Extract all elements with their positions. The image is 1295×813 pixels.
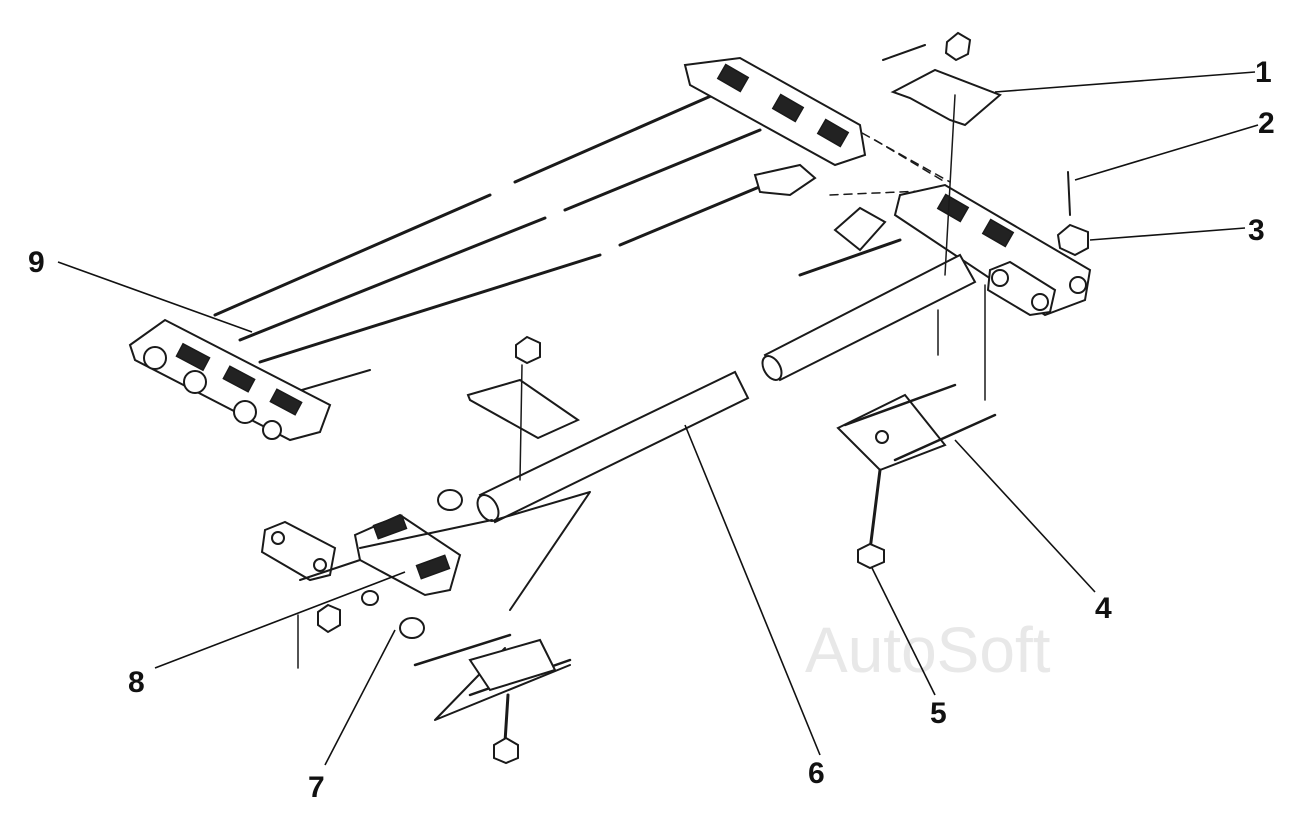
leader-2 (1074, 124, 1259, 181)
leader-lines (57, 71, 1259, 766)
callout-7: 7 (308, 771, 325, 804)
washer-part-7 (297, 590, 425, 669)
callout-6: 6 (808, 757, 825, 790)
callout-8: 8 (128, 666, 145, 699)
upper-chain-frame (128, 56, 951, 442)
clamp-part-1 (882, 31, 1002, 276)
leader-8 (154, 571, 406, 669)
center-clamp-upper (466, 335, 581, 481)
callout-5: 5 (930, 697, 947, 730)
chain-link-part-8 (260, 489, 493, 597)
callout-9: 9 (28, 246, 45, 279)
callout-labels: 1 2 3 4 5 6 7 8 9 (28, 56, 1275, 804)
nut-part-3 (1056, 223, 1089, 257)
callout-2: 2 (1258, 107, 1275, 140)
leader-4 (954, 439, 1096, 593)
leader-5 (871, 567, 936, 696)
bolt-part-5 (857, 468, 885, 570)
watermark: AutoSoft (805, 614, 1051, 686)
lower-clamp-part-4 (836, 284, 997, 472)
leader-7 (324, 629, 396, 766)
lower-center-clamp (413, 491, 591, 765)
rod-part-6 (476, 253, 977, 524)
callout-1: 1 (1255, 56, 1272, 89)
callout-3: 3 (1248, 214, 1265, 247)
leader-3 (1089, 227, 1246, 241)
right-chain-side (798, 183, 1092, 317)
leader-9 (57, 261, 253, 333)
cotter-pin-part-2 (1067, 171, 1071, 216)
leader-1 (994, 71, 1256, 93)
leader-6 (684, 424, 821, 756)
callout-4: 4 (1095, 592, 1112, 625)
